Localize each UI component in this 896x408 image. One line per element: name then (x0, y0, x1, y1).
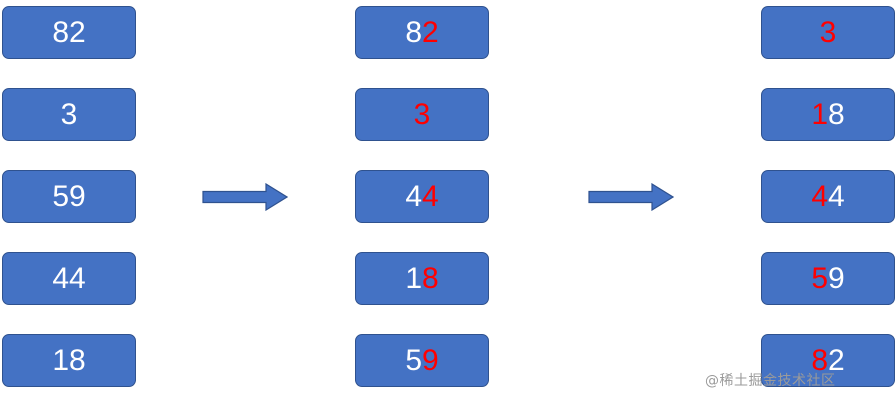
digit-plain: 18 (52, 343, 86, 377)
digit-plain: 3 (60, 97, 78, 131)
digit-plain: 5 (405, 343, 422, 377)
digit-plain: 4 (405, 179, 422, 213)
digit-highlight: 8 (811, 343, 828, 377)
digit-highlight: 4 (422, 179, 439, 213)
digit-plain: 1 (405, 261, 422, 295)
digit-plain: 8 (405, 15, 422, 49)
number-box: 82 (2, 6, 136, 59)
digit-plain: 82 (52, 15, 86, 49)
digit-tail: 8 (828, 97, 845, 131)
right-arrow-icon (588, 183, 674, 211)
digit-tail: 2 (828, 343, 845, 377)
digit-plain: 59 (52, 179, 86, 213)
digit-tail: 9 (828, 261, 845, 295)
digit-highlight: 3 (413, 97, 431, 131)
number-box: 18 (2, 334, 136, 387)
digit-highlight: 2 (422, 15, 439, 49)
digit-plain: 44 (52, 261, 86, 295)
number-box: 3 (2, 88, 136, 141)
digit-highlight: 5 (811, 261, 828, 295)
right-arrow-icon (202, 183, 288, 211)
watermark-text: @稀土掘金技术社区 (705, 373, 836, 389)
number-box: 3 (355, 88, 489, 141)
digit-highlight: 4 (811, 179, 828, 213)
number-box: 3 (761, 6, 895, 59)
digit-highlight: 3 (819, 15, 837, 49)
number-box: 59 (2, 170, 136, 223)
digit-highlight: 9 (422, 343, 439, 377)
number-box: 44 (2, 252, 136, 305)
digit-highlight: 8 (422, 261, 439, 295)
column-original: 82 3 59 44 18 (2, 6, 136, 387)
digit-highlight: 1 (811, 97, 828, 131)
digit-tail: 4 (828, 179, 845, 213)
